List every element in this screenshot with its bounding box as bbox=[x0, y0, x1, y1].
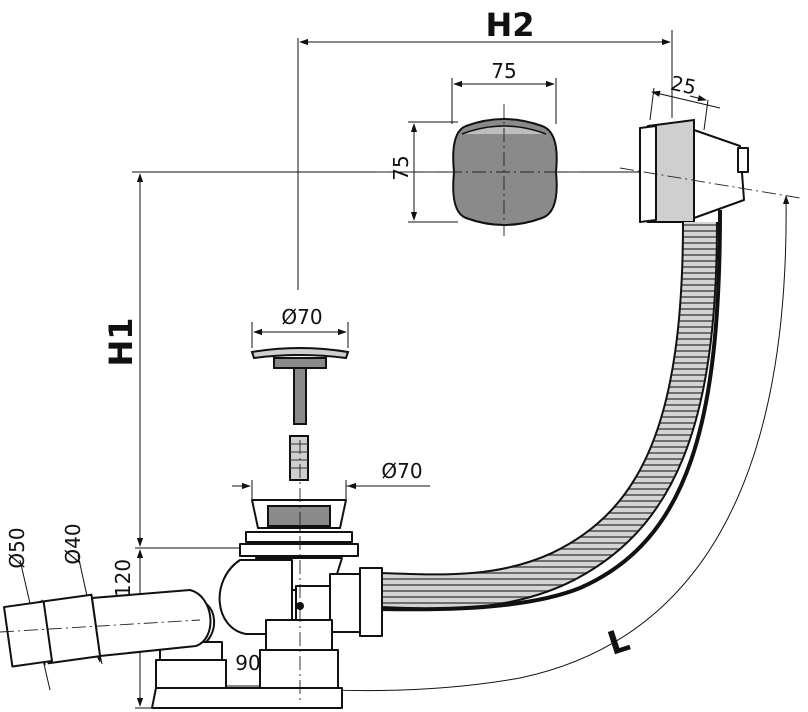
strainer-diameter-label: Ø70 bbox=[381, 459, 422, 483]
overflow-body: 25 bbox=[619, 71, 801, 223]
dimension-h1: H1 bbox=[102, 171, 640, 547]
offset-90-label: 90 bbox=[235, 651, 260, 675]
outlet-d50-label: Ø50 bbox=[5, 527, 29, 568]
height-120-label: 120 bbox=[111, 559, 135, 597]
h1-label: H1 bbox=[102, 317, 140, 366]
l-label: L bbox=[603, 620, 634, 662]
h2-label: H2 bbox=[485, 6, 534, 44]
dimension-h2: H2 bbox=[297, 6, 673, 290]
overflow-width-label: 75 bbox=[491, 59, 516, 83]
outlet-d40-label: Ø40 bbox=[61, 523, 85, 564]
strainer: Ø70 bbox=[232, 459, 430, 529]
overflow-cover: 75 75 bbox=[376, 59, 580, 236]
dimension-120: 120 bbox=[111, 547, 248, 709]
overflow-height-label: 75 bbox=[389, 155, 413, 180]
flexible-hose bbox=[299, 209, 722, 612]
plug: Ø70 bbox=[250, 305, 350, 481]
plug-diameter-label: Ø70 bbox=[281, 305, 322, 329]
overflow-depth-label: 25 bbox=[669, 71, 699, 100]
waste-trap bbox=[0, 440, 383, 709]
